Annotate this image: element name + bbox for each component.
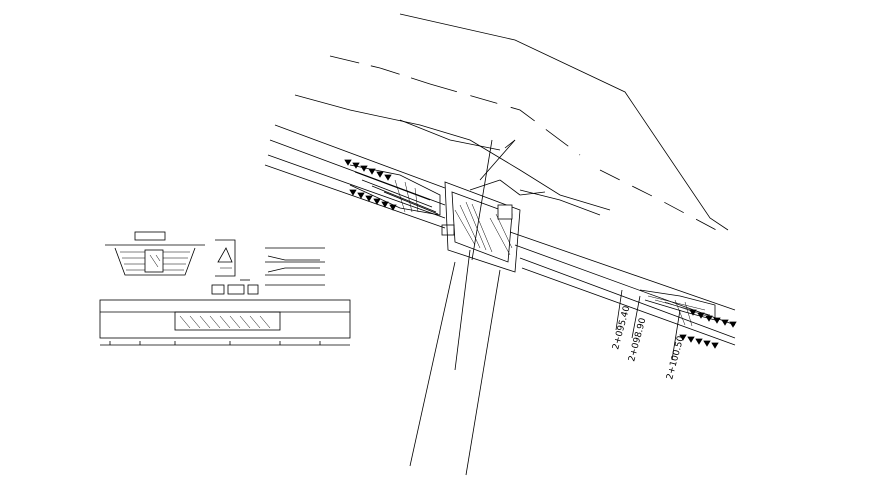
chainage-ticks [615,289,681,361]
terrain-contours [294,13,729,233]
canal-channel [264,124,736,346]
detail-small-blocks [211,279,259,295]
detail-cross-section [105,231,205,276]
chainage-label-3: 2+100.50 [665,335,686,381]
crossing-road [409,139,501,476]
slope-markers-right [679,309,737,349]
detail-elevations [265,247,325,286]
right-wing-wall [639,289,716,327]
slope-markers-left [344,159,397,211]
detail-long-section [99,299,351,346]
detail-wall-section [215,239,236,277]
chainage-label-1: 2+095.40 [611,305,632,351]
left-wing-wall [349,164,441,216]
chainage-label-2: 2+098.90 [627,317,648,363]
central-structure [441,139,546,273]
